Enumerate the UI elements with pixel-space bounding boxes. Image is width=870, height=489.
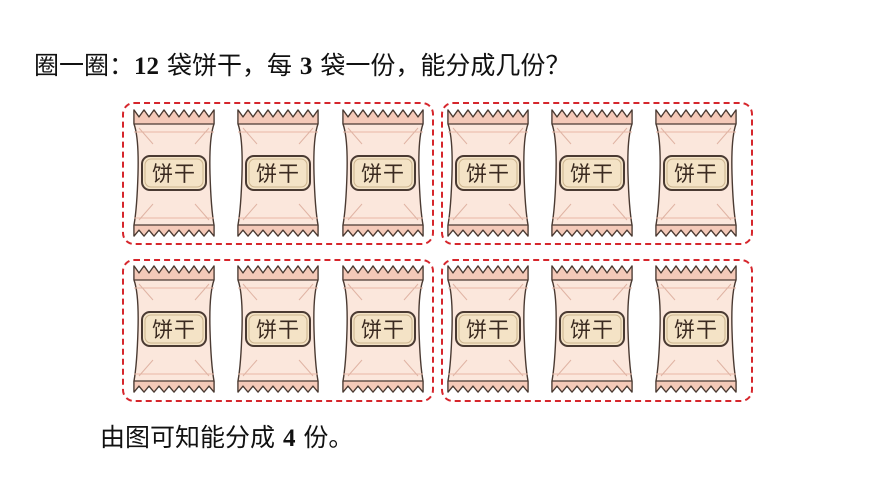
biscuit-bag-8: 饼干 xyxy=(235,264,321,397)
dashed-group-3 xyxy=(122,259,434,402)
dashed-group-2 xyxy=(441,102,753,245)
bag-label: 饼干 xyxy=(361,162,405,186)
biscuit-bag-icon xyxy=(655,265,737,393)
biscuit-bag-icon xyxy=(551,109,633,237)
biscuit-bag-9: 饼干 xyxy=(340,264,426,397)
biscuit-bag-icon xyxy=(342,109,424,237)
bag-label: 饼干 xyxy=(152,318,196,342)
biscuit-bag-5: 饼干 xyxy=(549,108,635,241)
biscuit-bag-icon xyxy=(447,265,529,393)
bag-label: 饼干 xyxy=(570,318,614,342)
biscuit-bag-11: 饼干 xyxy=(549,264,635,397)
bag-label: 饼干 xyxy=(152,162,196,186)
bag-label: 饼干 xyxy=(674,318,718,342)
dashed-group-4 xyxy=(441,259,753,402)
biscuit-bag-10: 饼干 xyxy=(445,264,531,397)
answer-text: 由图可知能分成 4 份。 xyxy=(100,423,354,452)
biscuit-bag-12: 饼干 xyxy=(653,264,739,397)
question-text: 圈一圈：12 袋饼干，每 3 袋一份，能分成几份？ xyxy=(34,51,571,80)
biscuit-bag-icon xyxy=(551,265,633,393)
dashed-group-1 xyxy=(122,102,434,245)
biscuit-bag-icon xyxy=(133,265,215,393)
bag-label: 饼干 xyxy=(466,318,510,342)
biscuit-bag-1: 饼干 xyxy=(131,108,217,241)
biscuit-bag-icon xyxy=(133,109,215,237)
bag-label: 饼干 xyxy=(256,162,300,186)
biscuit-bag-3: 饼干 xyxy=(340,108,426,241)
biscuit-bag-icon xyxy=(237,109,319,237)
biscuit-bag-4: 饼干 xyxy=(445,108,531,241)
biscuit-bag-icon xyxy=(237,265,319,393)
biscuit-bag-icon xyxy=(342,265,424,393)
biscuit-bag-7: 饼干 xyxy=(131,264,217,397)
biscuit-bag-2: 饼干 xyxy=(235,108,321,241)
biscuit-bag-icon xyxy=(447,109,529,237)
bag-label: 饼干 xyxy=(361,318,405,342)
bag-label: 饼干 xyxy=(256,318,300,342)
bag-label: 饼干 xyxy=(570,162,614,186)
bag-label: 饼干 xyxy=(674,162,718,186)
biscuit-bag-icon xyxy=(655,109,737,237)
bag-label: 饼干 xyxy=(466,162,510,186)
biscuit-bag-6: 饼干 xyxy=(653,108,739,241)
